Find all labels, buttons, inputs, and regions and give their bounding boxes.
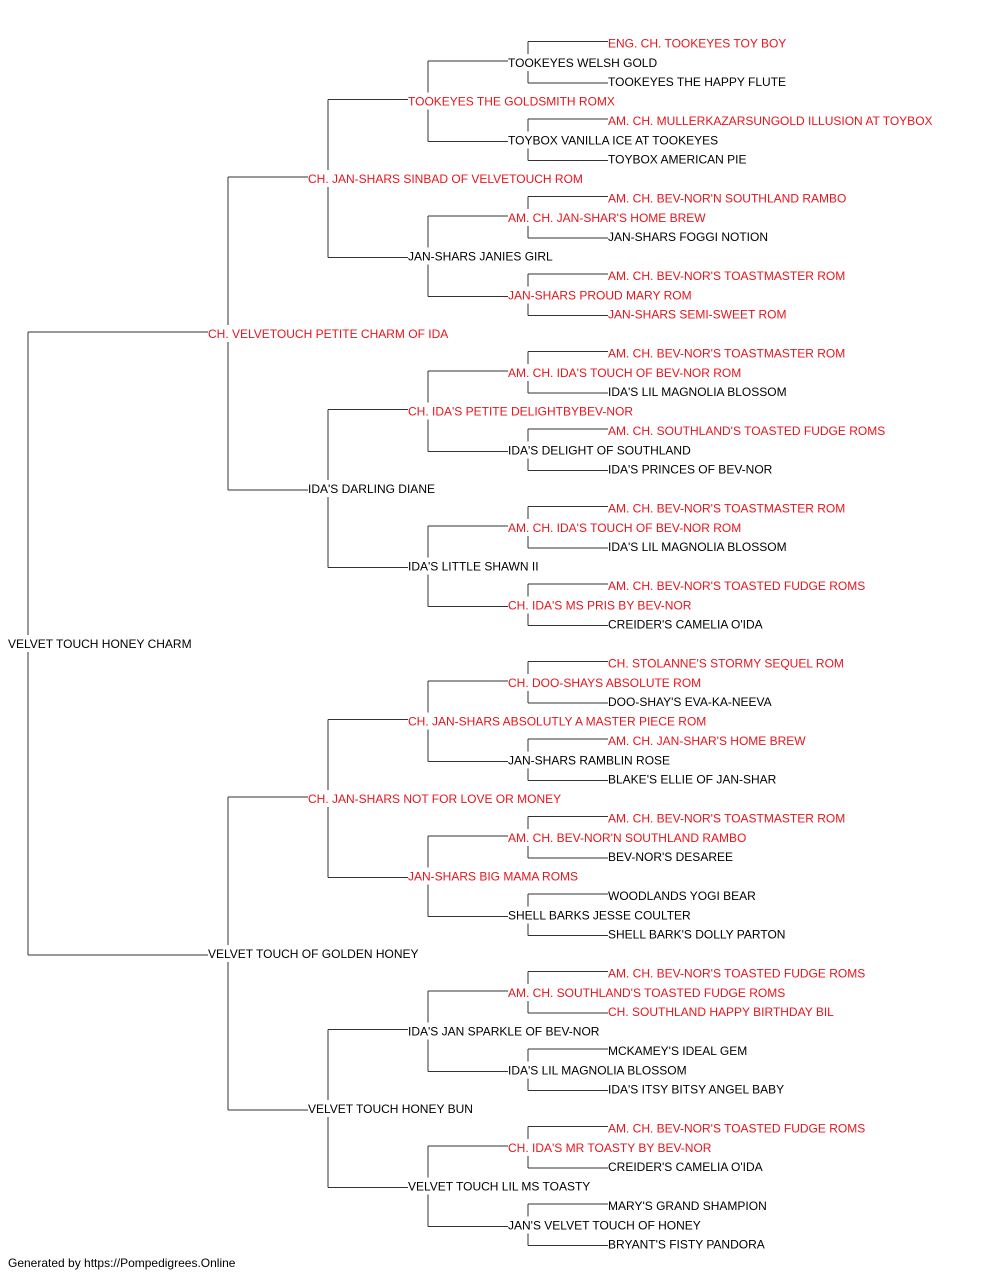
dog-name: AM. CH. BEV-NOR'S TOASTMASTER ROM — [608, 269, 845, 283]
dog-name: AM. CH. IDA'S TOUCH OF BEV-NOR ROM — [508, 521, 741, 535]
dog-name: TOOKEYES THE HAPPY FLUTE — [608, 75, 786, 89]
dog-name: AM. CH. JAN-SHAR'S HOME BREW — [508, 211, 706, 225]
dog-name: JAN-SHARS FOGGI NOTION — [608, 230, 768, 244]
dog-name: IDA'S DARLING DIANE — [308, 482, 435, 496]
dog-name: AM. CH. BEV-NOR'S TOASTED FUDGE ROMS — [608, 1121, 865, 1135]
dog-name: CH. JAN-SHARS ABSOLUTLY A MASTER PIECE R… — [408, 715, 706, 729]
dog-name: CH. JAN-SHARS SINBAD OF VELVETOUCH ROM — [308, 172, 583, 186]
dog-name: MCKAMEY'S IDEAL GEM — [608, 1044, 747, 1058]
dog-name: AM. CH. BEV-NOR'N SOUTHLAND RAMBO — [608, 191, 846, 205]
dog-name: AM. CH. BEV-NOR'S TOASTMASTER ROM — [608, 501, 845, 515]
dog-name: TOOKEYES THE GOLDSMITH ROMX — [408, 95, 615, 109]
dog-name: AM. CH. SOUTHLAND'S TOASTED FUDGE ROMS — [508, 986, 785, 1000]
dog-name: AM. CH. IDA'S TOUCH OF BEV-NOR ROM — [508, 366, 741, 380]
dog-name: CH. SOUTHLAND HAPPY BIRTHDAY BIL — [608, 1005, 834, 1019]
dog-name: IDA'S LITTLE SHAWN II — [408, 560, 539, 574]
dog-name: JAN'S VELVET TOUCH OF HONEY — [508, 1218, 701, 1232]
dog-name: IDA'S PRINCES OF BEV-NOR — [608, 463, 773, 477]
dog-name: CH. STOLANNE'S STORMY SEQUEL ROM — [608, 656, 844, 670]
dog-name: VELVET TOUCH HONEY BUN — [308, 1102, 473, 1116]
dog-name: CREIDER'S CAMELIA O'IDA — [608, 1160, 763, 1174]
dog-name: WOODLANDS YOGI BEAR — [608, 889, 756, 903]
dog-name: DOO-SHAY'S EVA-KA-NEEVA — [608, 695, 772, 709]
dog-name: BLAKE'S ELLIE OF JAN-SHAR — [608, 773, 777, 787]
dog-name: AM. CH. BEV-NOR'S TOASTMASTER ROM — [608, 346, 845, 360]
dog-name: JAN-SHARS BIG MAMA ROMS — [408, 870, 578, 884]
dog-name: MARY'S GRAND SHAMPION — [608, 1199, 767, 1213]
dog-name: AM. CH. BEV-NOR'N SOUTHLAND RAMBO — [508, 831, 746, 845]
dog-name: IDA'S LIL MAGNOLIA BLOSSOM — [608, 385, 787, 399]
dog-name: CH. VELVETOUCH PETITE CHARM OF IDA — [208, 327, 448, 341]
dog-name: ENG. CH. TOOKEYES TOY BOY — [608, 36, 786, 50]
dog-name: AM. CH. BEV-NOR'S TOASTED FUDGE ROMS — [608, 579, 865, 593]
dog-name: CH. JAN-SHARS NOT FOR LOVE OR MONEY — [308, 792, 561, 806]
dog-name: TOOKEYES WELSH GOLD — [508, 56, 657, 70]
dog-name: IDA'S ITSY BITSY ANGEL BABY — [608, 1083, 784, 1097]
dog-name: VELVET TOUCH HONEY CHARM — [8, 637, 192, 651]
dog-name: JAN-SHARS RAMBLIN ROSE — [508, 753, 670, 767]
dog-name: BEV-NOR'S DESAREE — [608, 850, 733, 864]
dog-name: IDA'S LIL MAGNOLIA BLOSSOM — [608, 540, 787, 554]
dog-name: CREIDER'S CAMELIA O'IDA — [608, 618, 763, 632]
dog-name: AM. CH. BEV-NOR'S TOASTED FUDGE ROMS — [608, 966, 865, 980]
dog-name: SHELL BARKS JESSE COULTER — [508, 908, 691, 922]
dog-name: IDA'S JAN SPARKLE OF BEV-NOR — [408, 1025, 600, 1039]
dog-name: AM. CH. SOUTHLAND'S TOASTED FUDGE ROMS — [608, 424, 885, 438]
dog-name: VELVET TOUCH OF GOLDEN HONEY — [208, 947, 419, 961]
dog-name: VELVET TOUCH LIL MS TOASTY — [408, 1180, 590, 1194]
dog-name: AM. CH. JAN-SHAR'S HOME BREW — [608, 734, 806, 748]
dog-name: AM. CH. MULLERKAZARSUNGOLD ILLUSION AT T… — [608, 114, 933, 128]
dog-name: JAN-SHARS PROUD MARY ROM — [508, 288, 692, 302]
dog-name: AM. CH. BEV-NOR'S TOASTMASTER ROM — [608, 811, 845, 825]
dog-name: IDA'S LIL MAGNOLIA BLOSSOM — [508, 1063, 687, 1077]
dog-name: JAN-SHARS SEMI-SWEET ROM — [608, 308, 786, 322]
dog-name: BRYANT'S FISTY PANDORA — [608, 1238, 765, 1252]
dog-name: CH. IDA'S PETITE DELIGHTBYBEV-NOR — [408, 405, 633, 419]
dog-name: IDA'S DELIGHT OF SOUTHLAND — [508, 443, 691, 457]
footer-credit: Generated by https://Pompedigrees.Online — [8, 1256, 236, 1270]
dog-name: CH. IDA'S MR TOASTY BY BEV-NOR — [508, 1141, 712, 1155]
dog-name: JAN-SHARS JANIES GIRL — [408, 250, 553, 264]
dog-name: TOYBOX VANILLA ICE AT TOOKEYES — [508, 133, 718, 147]
dog-name: SHELL BARK'S DOLLY PARTON — [608, 928, 785, 942]
dog-name: CH. IDA'S MS PRIS BY BEV-NOR — [508, 598, 692, 612]
dog-name: TOYBOX AMERICAN PIE — [608, 153, 746, 167]
dog-name: CH. DOO-SHAYS ABSOLUTE ROM — [508, 676, 701, 690]
